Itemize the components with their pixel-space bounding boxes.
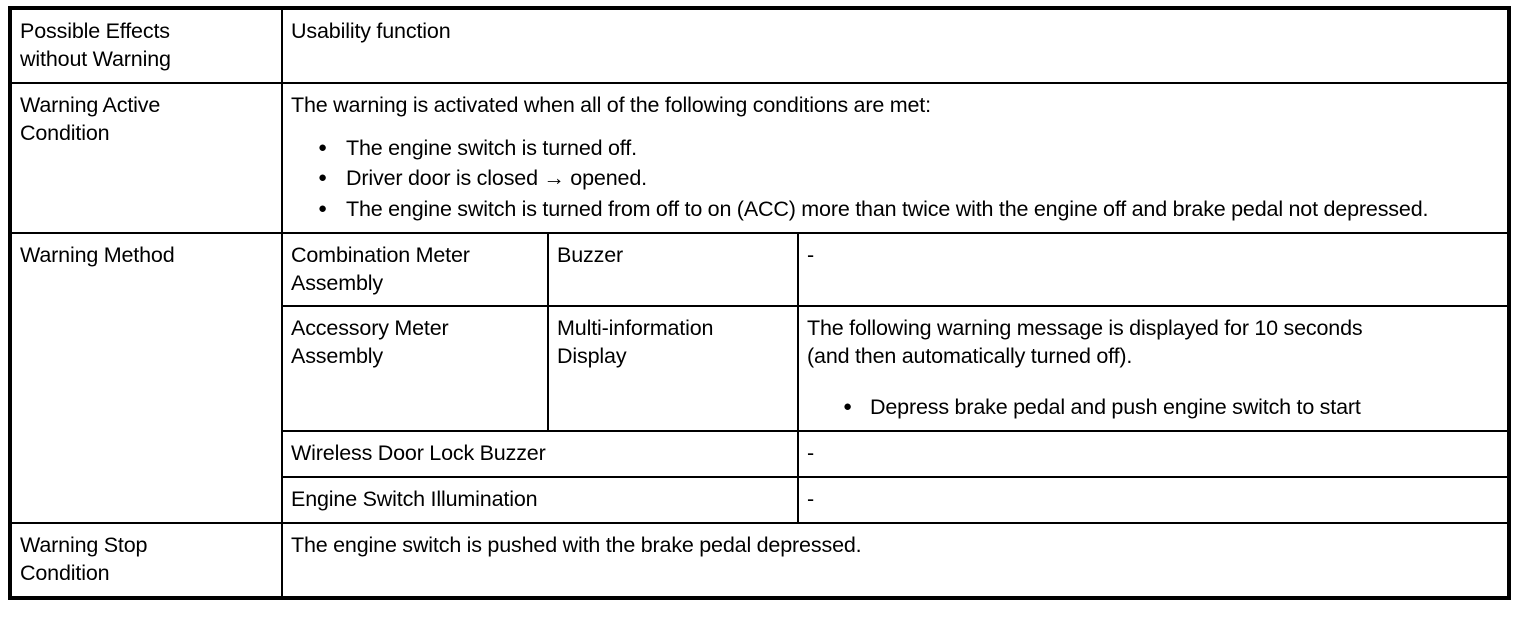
- bullet-icon: ●: [843, 398, 852, 416]
- device-name-line-2: Assembly: [291, 270, 383, 295]
- list-item-text: The engine switch is turned from off to …: [346, 197, 1429, 221]
- table-row-warning-active-condition: Warning Active Condition The warning is …: [9, 81, 1510, 234]
- table-row-accessory-meter-mid: Accessory Meter Assembly Multi-informati…: [10, 305, 1510, 432]
- list-item-text: Depress brake pedal and push engine swit…: [870, 395, 1361, 420]
- cell-device-engine-switch-illumination: Engine Switch Illumination: [281, 475, 799, 524]
- list-item: ● The engine switch is turned off.: [291, 134, 1507, 163]
- detail-dash-text: -: [807, 440, 815, 465]
- kind-line-1: Multi-information: [557, 316, 714, 341]
- cell-device-combination-meter-assembly: Combination Meter Assembly: [281, 231, 549, 308]
- cell-detail-warning-message: The following warning message is display…: [797, 305, 1510, 432]
- cell-detail-wireless-door-lock-buzzer: -: [797, 429, 1510, 478]
- row-label-text: Warning Method: [20, 242, 175, 267]
- device-name-line-2: Assembly: [291, 344, 383, 369]
- list-item-text: The engine switch is turned off.: [346, 135, 637, 160]
- detail-dash-text: -: [807, 242, 815, 267]
- row-label-line-2: Condition: [20, 120, 110, 145]
- row-label-line-1: Warning Active: [20, 92, 161, 117]
- cell-usability-function: Usability function: [281, 7, 1510, 84]
- device-name-text: Engine Switch Illumination: [291, 486, 538, 511]
- row-label-warning-stop-condition: Warning Stop Condition: [9, 521, 283, 599]
- row-label-line-1: Possible Effects: [20, 19, 170, 43]
- table-row-warning-stop-condition: Warning Stop Condition The engine switch…: [9, 521, 1510, 599]
- cell-device-wireless-door-lock-buzzer: Wireless Door Lock Buzzer: [281, 429, 799, 478]
- list-item: ● The engine switch is turned from off t…: [291, 195, 1507, 224]
- device-name-line-1: Combination Meter: [291, 242, 470, 267]
- detail-line-2: (and then automatically turned off).: [807, 344, 1133, 369]
- table-row-combination-meter-buzzer: Warning Method Combination Meter Assembl…: [9, 231, 1510, 524]
- detail-dash-text: -: [807, 486, 815, 511]
- device-name-text: Wireless Door Lock Buzzer: [291, 440, 546, 465]
- bullet-icon: ●: [318, 169, 327, 187]
- row-label-line-1: Warning Stop: [20, 532, 148, 557]
- cell-warning-active-conditions: The warning is activated when all of the…: [281, 81, 1510, 234]
- kind-line-2: Display: [557, 344, 627, 369]
- device-name-line-1: Accessory Meter: [291, 316, 449, 341]
- cell-kind-buzzer: Buzzer: [547, 231, 799, 308]
- bullet-icon: ●: [318, 138, 327, 156]
- warning-message-bullet-list: ● Depress brake pedal and push engine sw…: [807, 393, 1507, 422]
- detail-line-1: The following warning message is display…: [807, 316, 1363, 341]
- list-item: ● Depress brake pedal and push engine sw…: [807, 393, 1507, 422]
- kind-text: Buzzer: [557, 242, 624, 267]
- cell-detail-combination-meter-buzzer: -: [797, 231, 1510, 308]
- cell-detail-engine-switch-illumination: -: [797, 475, 1510, 524]
- usability-function-text: Usability function: [291, 19, 451, 43]
- warning-stop-condition-value: The engine switch is pushed with the bra…: [291, 532, 862, 557]
- cell-warning-stop-condition-text: The engine switch is pushed with the bra…: [281, 521, 1510, 599]
- row-label-warning-active-condition: Warning Active Condition: [9, 81, 283, 234]
- conditions-bullet-list: ● The engine switch is turned off. ● Dri…: [291, 134, 1507, 224]
- table-row-possible-effects: Possible Effects without Warning Usabili…: [9, 7, 1510, 84]
- warning-specification-table: Possible Effects without Warning Usabili…: [8, 6, 1511, 600]
- cell-device-accessory-meter-assembly: Accessory Meter Assembly: [281, 305, 549, 432]
- cell-kind-multi-information-display: Multi-information Display: [547, 305, 799, 432]
- list-item-text: Driver door is closed → opened.: [346, 166, 647, 191]
- row-label-line-2: without Warning: [20, 46, 171, 71]
- row-label-warning-method: Warning Method: [9, 231, 283, 524]
- row-label-line-2: Condition: [20, 560, 110, 585]
- list-item: ● Driver door is closed → opened.: [291, 164, 1507, 193]
- row-label-possible-effects: Possible Effects without Warning: [9, 7, 283, 84]
- bullet-icon: ●: [318, 200, 327, 217]
- table-row-wireless-door-lock-buzzer: Wireless Door Lock Buzzer -: [10, 429, 1510, 478]
- conditions-intro-text: The warning is activated when all of the…: [291, 92, 931, 117]
- table-row-engine-switch-illumination: Engine Switch Illumination -: [10, 475, 1510, 524]
